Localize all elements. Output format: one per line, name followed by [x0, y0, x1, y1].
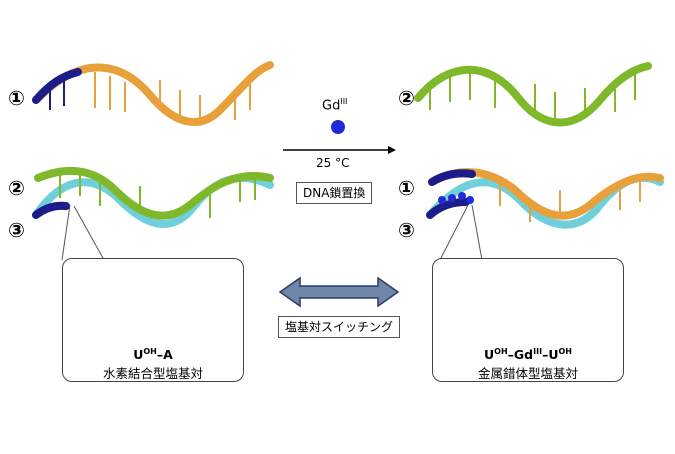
label-left-strand-mid: ②: [8, 176, 25, 200]
switching-label: 塩基対スイッチング: [278, 316, 400, 338]
label-right-strand-top: ②: [398, 86, 415, 110]
right-structure-panel: UOH–GdIII–UOH 金属錯体型塩基対: [432, 258, 624, 382]
gd-oxidation: III: [340, 97, 347, 106]
gd-ion-icon: [331, 120, 345, 134]
right-bottom-duplex: [430, 172, 660, 225]
left-formula: UOH–A: [63, 347, 243, 362]
gd-symbol: Gd: [322, 98, 340, 113]
label-right-strand-mid: ①: [398, 176, 415, 200]
left-bottom-duplex: [36, 170, 270, 224]
left-top-helix: [36, 65, 270, 122]
right-top-helix: [418, 66, 648, 123]
right-formula: UOH–GdIII–UOH: [433, 347, 623, 362]
strand-displacement-label: DNA鎖置換: [296, 182, 372, 204]
right-caption: 金属錯体型塩基対: [433, 363, 623, 382]
right-formula-gd: –Gd: [508, 347, 533, 362]
temperature-label: 25 °C: [316, 156, 349, 170]
left-caption: 水素結合型塩基対: [63, 363, 243, 382]
reaction-arrow: [283, 146, 396, 154]
label-right-strand-bot: ③: [398, 218, 415, 242]
switch-double-arrow: [280, 278, 398, 306]
left-formula-oh: OH: [143, 347, 157, 356]
label-left-strand-top: ①: [8, 86, 25, 110]
callout-lines: [62, 205, 482, 260]
right-formula-oh1: OH: [494, 347, 508, 356]
right-formula-iii: III: [533, 347, 542, 356]
left-structure-panel: UOH–A 水素結合型塩基対: [62, 258, 244, 382]
right-formula-oh2: OH: [558, 347, 572, 356]
left-formula-a: –A: [157, 347, 173, 362]
right-formula-u1: U: [484, 347, 494, 362]
gd-label: GdIII: [322, 97, 347, 113]
label-left-strand-bot: ③: [8, 218, 25, 242]
right-formula-u2: –U: [542, 347, 558, 362]
left-formula-u: U: [133, 347, 143, 362]
